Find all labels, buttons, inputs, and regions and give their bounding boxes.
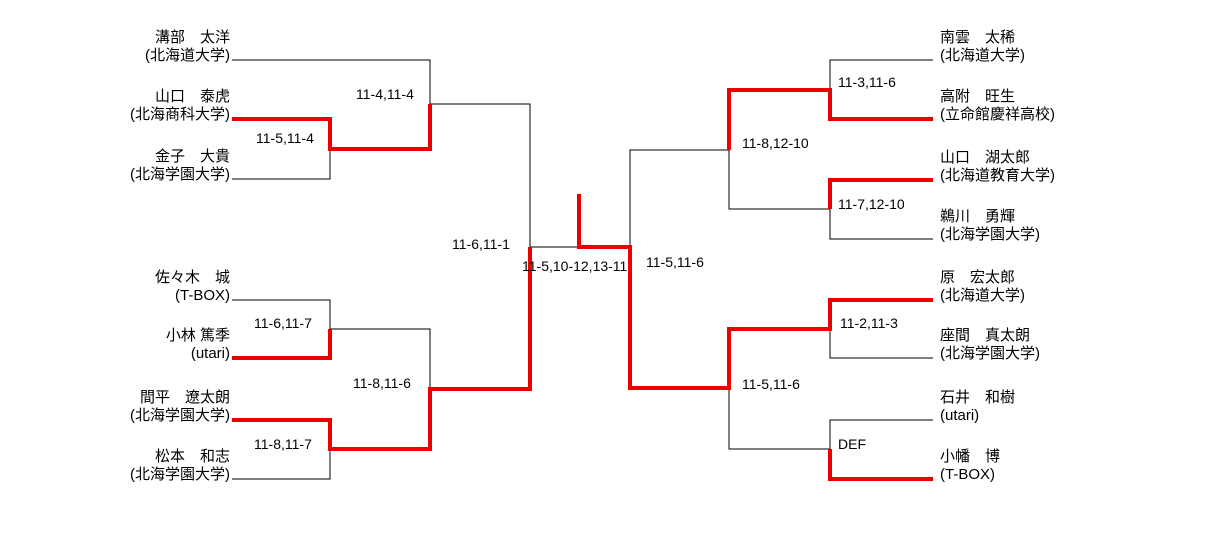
player-entry: 溝部 太洋 (北海道大学) — [60, 29, 230, 65]
match-score: 11-3,11-6 — [838, 74, 896, 90]
player-affiliation: (utari) — [190, 345, 230, 362]
player-entry: 山口 湖太郎 (北海道教育大学) — [940, 149, 1130, 185]
bracket-line-kaneko — [232, 149, 331, 180]
match-score: 11-5,11-4 — [256, 130, 314, 146]
player-name: 松本 和志 — [154, 448, 230, 465]
player-name: 南雲 太稀 — [940, 29, 1016, 46]
bracket-line-mizobe-path — [232, 59, 579, 248]
bracket-line-ukawa-path — [629, 149, 933, 247]
winner-path-yamaguchi-taiko — [232, 104, 432, 151]
player-affiliation: (北海学園大学) — [940, 345, 1040, 362]
winner-path-kobayashi — [232, 329, 332, 360]
player-entry: 佐々木 城 (T-BOX) — [60, 269, 230, 305]
player-name: 溝部 太洋 — [154, 29, 230, 46]
match-score: 11-5,11-6 — [742, 376, 800, 392]
player-name: 小林 篤季 — [165, 327, 230, 344]
player-affiliation: (立命館慶祥高校) — [940, 106, 1055, 123]
bracket-line-nagumo — [829, 59, 933, 90]
player-affiliation: (T-BOX) — [175, 287, 230, 304]
player-entry: 山口 泰虎 (北海商科大学) — [60, 88, 230, 124]
bracket-line-ishii-path — [728, 388, 933, 450]
match-score: 11-4,11-4 — [356, 86, 414, 102]
player-name: 佐々木 城 — [154, 269, 230, 286]
player-entry: 座間 真太朗 (北海学園大学) — [940, 327, 1130, 363]
match-score: 11-2,11-3 — [840, 315, 898, 331]
player-affiliation: (北海学園大学) — [130, 166, 230, 183]
player-name: 間平 遼太朗 — [139, 389, 230, 406]
match-score-final: 11-5,10-12,13-11 — [522, 258, 628, 274]
player-name: 石井 和樹 — [940, 389, 1016, 406]
winner-path-yamaguchi-kotaro — [828, 178, 933, 209]
player-name: 山口 湖太郎 — [940, 149, 1031, 166]
player-affiliation: (北海道教育大学) — [940, 167, 1055, 184]
winner-path-mahira — [232, 247, 532, 451]
match-score-def: DEF — [838, 436, 866, 452]
player-name: 山口 泰虎 — [154, 88, 230, 105]
player-name: 小幡 博 — [940, 448, 1001, 465]
player-entry: 原 宏太郎 (北海道大学) — [940, 269, 1130, 305]
winner-path-takatsuki — [727, 88, 933, 150]
bracket-line-zama — [829, 329, 933, 359]
player-affiliation: (北海学園大学) — [940, 226, 1040, 243]
winner-path-hara-champion — [577, 194, 933, 390]
player-affiliation: (北海学園大学) — [130, 407, 230, 424]
player-affiliation: (北海道大学) — [145, 47, 230, 64]
match-score: 11-6,11-7 — [254, 315, 312, 331]
player-entry: 鵜川 勇輝 (北海学園大学) — [940, 208, 1130, 244]
winner-path-obata — [828, 449, 933, 481]
player-affiliation: (北海商科大学) — [130, 106, 230, 123]
player-entry: 南雲 太稀 (北海道大学) — [940, 29, 1130, 65]
match-score: 11-5,11-6 — [646, 254, 704, 270]
bracket-line-matsumoto — [232, 449, 331, 480]
player-name: 鵜川 勇輝 — [940, 208, 1016, 225]
player-name: 原 宏太郎 — [940, 269, 1016, 286]
player-entry: 間平 遼太朗 (北海学園大学) — [60, 389, 230, 425]
match-score: 11-8,11-7 — [254, 436, 312, 452]
player-affiliation: (北海学園大学) — [130, 466, 230, 483]
player-entry: 松本 和志 (北海学園大学) — [60, 448, 230, 484]
player-affiliation: (utari) — [940, 407, 980, 424]
player-name: 金子 大貴 — [154, 148, 230, 165]
player-entry: 小幡 博 (T-BOX) — [940, 448, 1130, 484]
player-entry: 高附 旺生 (立命館慶祥高校) — [940, 88, 1130, 124]
player-affiliation: (北海道大学) — [940, 287, 1025, 304]
match-score: 11-7,12-10 — [838, 196, 905, 212]
match-score: 11-8,12-10 — [742, 135, 809, 151]
player-name: 座間 真太朗 — [940, 327, 1031, 344]
player-affiliation: (北海道大学) — [940, 47, 1025, 64]
player-entry: 石井 和樹 (utari) — [940, 389, 1130, 425]
match-score: 11-6,11-1 — [452, 236, 510, 252]
player-entry: 金子 大貴 (北海学園大学) — [60, 148, 230, 184]
player-name: 高附 旺生 — [940, 88, 1016, 105]
match-score: 11-8,11-6 — [353, 375, 411, 391]
player-entry: 小林 篤季 (utari) — [60, 327, 230, 363]
player-affiliation: (T-BOX) — [940, 466, 995, 483]
